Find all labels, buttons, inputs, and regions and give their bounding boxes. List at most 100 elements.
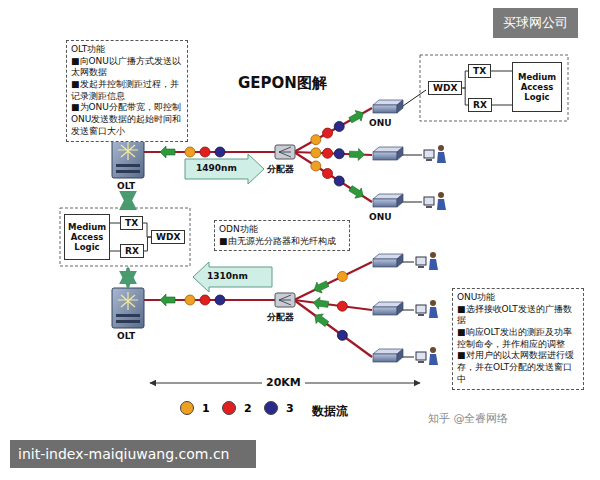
user-pc bbox=[416, 252, 438, 270]
legend-text: 1 bbox=[202, 402, 210, 415]
flow-arrow bbox=[311, 278, 330, 295]
splitter-label: 分配器 bbox=[267, 311, 294, 324]
splitter-label: 分配器 bbox=[267, 163, 294, 176]
device-label: OLT bbox=[117, 331, 135, 341]
onu-icon bbox=[373, 302, 403, 315]
bullet-text: ■向ONU以广播方式发送以太网数据 bbox=[71, 56, 183, 79]
device-label: ONU bbox=[369, 118, 392, 128]
connector-line bbox=[110, 251, 120, 252]
bullet-text: ■响应OLT发出的测距及功率控制命令，并作相应的调整 bbox=[457, 327, 579, 350]
device-label: OLT bbox=[117, 181, 135, 191]
data-packet bbox=[215, 147, 225, 157]
node-text: OLT功能 bbox=[71, 44, 183, 56]
legend-text: 3 bbox=[286, 402, 294, 415]
onu-icon bbox=[373, 194, 403, 207]
wavelength-label: 1490nm bbox=[196, 163, 237, 173]
wavelength-arrow bbox=[185, 154, 264, 184]
user-pc bbox=[424, 192, 446, 210]
mac-logic-box: Medium Access Logic bbox=[512, 62, 562, 112]
data-packet bbox=[311, 135, 321, 145]
wavelength-label: 1310nm bbox=[207, 271, 248, 281]
data-packet bbox=[215, 295, 225, 305]
legend-item: 2 bbox=[222, 401, 252, 415]
data-packet bbox=[200, 147, 210, 157]
legend-swatch bbox=[180, 401, 194, 415]
data-packet bbox=[337, 271, 347, 281]
bullet-text: ■发起并控制测距过程，并记录测距信息 bbox=[71, 79, 183, 102]
data-packet bbox=[337, 301, 347, 311]
legend-item: 3 bbox=[264, 401, 294, 415]
onu-icon bbox=[373, 147, 403, 160]
connector-line bbox=[144, 237, 151, 251]
data-packet bbox=[323, 128, 333, 138]
data-packet bbox=[323, 169, 333, 179]
watermark: 买球网公司 bbox=[493, 8, 578, 38]
legend-item: 1 bbox=[180, 401, 210, 415]
user-pc bbox=[424, 145, 446, 163]
function-note: OLT功能■向ONU以广播方式发送以太网数据■发起并控制测距过程，并记录测距信息… bbox=[66, 40, 188, 142]
tx-box: TX bbox=[120, 216, 143, 230]
olt-icon bbox=[112, 288, 144, 328]
flow-arrow bbox=[160, 294, 175, 306]
wdm-box: WDX bbox=[151, 230, 185, 244]
data-packet bbox=[200, 295, 210, 305]
rx-box: RX bbox=[120, 244, 144, 258]
data-packet bbox=[334, 176, 344, 186]
legend-text: 2 bbox=[244, 402, 252, 415]
flow-arrow bbox=[313, 297, 329, 311]
user-pc bbox=[416, 347, 438, 365]
node-text: RX bbox=[473, 100, 487, 110]
connector-line bbox=[492, 105, 512, 106]
node-text: ONU功能 bbox=[457, 292, 579, 304]
wavelength-arrow bbox=[193, 262, 272, 292]
data-packet bbox=[334, 149, 344, 159]
olt-icon bbox=[112, 138, 144, 178]
data-packet bbox=[337, 330, 347, 340]
watermark: 知乎 @全睿网络 bbox=[428, 411, 509, 426]
legend-swatch bbox=[222, 401, 236, 415]
data-packet bbox=[185, 295, 195, 305]
data-packet bbox=[311, 148, 321, 158]
rx-box: RX bbox=[468, 98, 492, 112]
data-packet bbox=[185, 147, 195, 157]
distance-label: 20KM bbox=[262, 376, 305, 389]
fiber bbox=[144, 108, 372, 357]
user-pc bbox=[416, 300, 438, 318]
function-note: ONU功能■选择接收OLT发送的广播数据■响应OLT发出的测距及功率控制命令，并… bbox=[452, 288, 584, 390]
group-outline bbox=[420, 55, 568, 121]
node-text: Medium Access Logic bbox=[515, 72, 559, 103]
function-note: ODN功能■由无源光分路器和光纤构成 bbox=[214, 220, 350, 251]
onu-icon bbox=[373, 254, 403, 267]
flow-arrow bbox=[347, 183, 366, 201]
diagram-title: GEPON图解 bbox=[238, 74, 327, 93]
flow-arrow bbox=[349, 148, 364, 161]
flow-arrow bbox=[347, 108, 366, 126]
flow-arrow bbox=[160, 146, 175, 158]
data-packet bbox=[311, 161, 321, 171]
connector-line bbox=[143, 223, 151, 237]
node-text: WDX bbox=[156, 232, 180, 242]
device-label: ONU bbox=[369, 212, 392, 222]
node-text: TX bbox=[125, 218, 138, 228]
connector-line bbox=[491, 71, 512, 72]
connector-line bbox=[110, 223, 120, 224]
user-link bbox=[400, 90, 426, 357]
bullet-text: ■对用户的以太网数据进行缓存，并在OLT分配的发送窗口中 bbox=[457, 350, 579, 385]
data-packet bbox=[334, 121, 344, 131]
node-text: RX bbox=[125, 246, 139, 256]
wdm-box: WDX bbox=[428, 81, 462, 95]
legend-title: 数据流 bbox=[312, 403, 348, 420]
onu-icon bbox=[373, 100, 403, 113]
legend-swatch bbox=[264, 401, 278, 415]
bullet-text: ■选择接收OLT发送的广播数据 bbox=[457, 304, 579, 327]
watermark: init-index-maiqiuwang.com.cn bbox=[10, 440, 256, 468]
data-packet bbox=[323, 148, 333, 158]
node-text: WDX bbox=[433, 83, 457, 93]
node-text: TX bbox=[473, 66, 486, 76]
onu-icon bbox=[373, 349, 403, 362]
tx-box: TX bbox=[468, 64, 491, 78]
mac-logic-box: Medium Access Logic bbox=[64, 214, 110, 260]
node-text: Medium Access Logic bbox=[67, 222, 107, 253]
bullet-text: ■由无源光分路器和光纤构成 bbox=[219, 236, 345, 248]
